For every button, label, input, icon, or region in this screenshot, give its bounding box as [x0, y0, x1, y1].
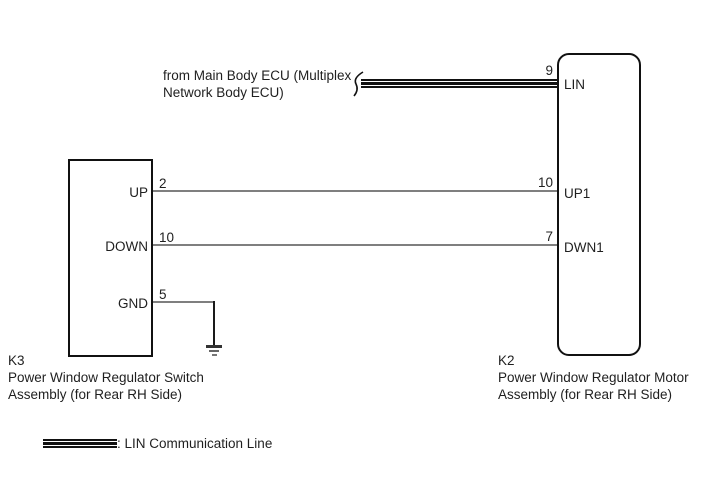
- component-box-k2: [557, 53, 641, 356]
- k2-name-line1: Power Window Regulator Motor: [498, 370, 689, 385]
- pin-label-lin: LIN: [564, 77, 586, 92]
- down-wire: [153, 244, 557, 246]
- pin-label-up1: UP1: [564, 186, 591, 201]
- gnd-wire: [153, 301, 215, 303]
- k3-name-line1: Power Window Regulator Switch: [8, 370, 204, 385]
- k2-caption: K2 Power Window Regulator Motor Assembly…: [498, 352, 689, 403]
- ecu-source-note: from Main Body ECU (Multiplex Network Bo…: [163, 67, 351, 101]
- wire-break-icon: [353, 71, 364, 97]
- k2-name-line2: Assembly (for Rear RH Side): [498, 387, 673, 402]
- up-wire: [153, 190, 557, 192]
- ecu-source-note-line2: Network Body ECU): [163, 85, 284, 100]
- pin-label-dwn1: DWN1: [564, 240, 604, 255]
- k3-caption: K3 Power Window Regulator Switch Assembl…: [8, 352, 204, 403]
- pin-label-up: UP: [129, 185, 148, 200]
- ecu-source-note-line1: from Main Body ECU (Multiplex: [163, 68, 352, 83]
- legend-label: : LIN Communication Line: [117, 436, 273, 451]
- pin-number-up1: 10: [537, 175, 553, 190]
- pin-number-gnd: 5: [159, 287, 167, 302]
- pin-number-dwn1: 7: [545, 229, 553, 244]
- pin-label-down: DOWN: [105, 239, 148, 254]
- pin-number-down: 10: [159, 230, 175, 245]
- pin-number-lin: 9: [545, 63, 553, 78]
- pin-label-gnd: GND: [118, 296, 148, 311]
- ground-drop-line: [213, 301, 215, 346]
- pin-number-up: 2: [159, 176, 167, 191]
- k2-id: K2: [498, 353, 515, 368]
- k3-name-line2: Assembly (for Rear RH Side): [8, 387, 183, 402]
- lin-wire: [361, 79, 558, 88]
- component-box-k3: [68, 159, 153, 357]
- k3-id: K3: [8, 353, 25, 368]
- lin-legend-icon: [43, 439, 117, 448]
